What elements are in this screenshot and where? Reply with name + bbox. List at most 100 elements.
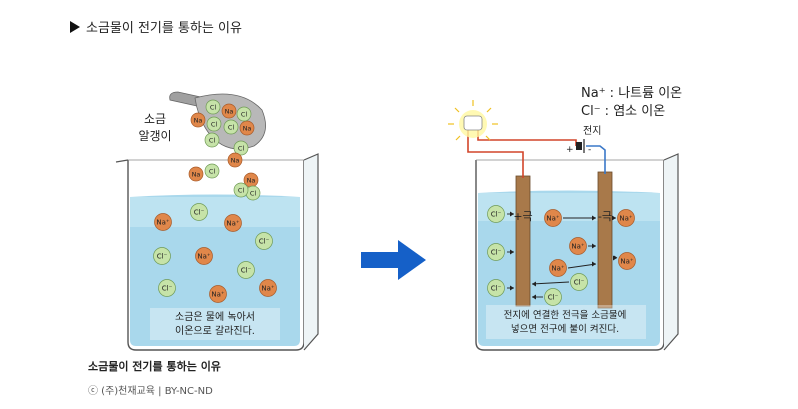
sodium-ion: Na [239,120,255,136]
salt-label-1: 소금 [144,112,166,126]
salt-label-2: 알갱이 [138,129,171,143]
ion-label: Cl⁻ [548,294,559,302]
chloride-ion: Cl [204,132,220,148]
ion-label: Cl⁻ [491,285,502,293]
left-water [130,194,300,346]
ion-label: Cl⁻ [259,238,270,246]
chloride-ion: Cl⁻ [544,288,562,306]
sodium-ion: Na⁺ [209,285,227,303]
right-note-line1: 전지에 연결한 전극을 소금물에 [504,310,627,321]
ion-label: Na [192,171,201,179]
ion-label: Cl⁻ [194,209,205,217]
left-note-bg [150,308,280,340]
ion-label: Na [194,117,203,125]
blue-wire [586,145,606,174]
arrowhead-icon [592,243,596,249]
right-glass-side [663,153,679,351]
left-glass-side [303,153,319,351]
chloride-ion: Cl⁻ [237,261,255,279]
ion-label: Na⁺ [620,258,634,266]
battery-plus: + [566,145,574,155]
sodium-ion: Na⁺ [154,213,172,231]
right-glass-outline [475,160,665,351]
light-bulb-icon [463,115,483,131]
ion-label: Na⁺ [226,220,240,228]
ion-label: Cl⁻ [574,279,585,287]
migration-arrow [531,281,570,285]
page-heading: 소금물이 전기를 통하는 이유 [70,17,242,36]
ion-label: Cl [228,124,235,132]
ion-label: Na⁺ [261,285,275,293]
battery-minus: - [588,145,591,155]
sodium-ion: Na [188,166,204,182]
ion-label: Na [225,108,234,116]
ion-label: Cl [238,145,245,153]
sodium-ion: Na⁺ [544,209,562,227]
cathode-label: -극 [598,210,612,223]
chloride-ion: Cl⁻ [153,247,171,265]
sodium-ion: Na [221,103,237,119]
circuit [448,100,606,178]
ion-label: Cl [211,121,218,129]
ion-label: Na⁺ [571,243,585,251]
anode-electrode [515,175,531,307]
ion-label: Na [247,177,256,185]
arrowhead-icon [510,285,514,291]
ion-label: Cl [250,190,257,198]
ion-label: Cl⁻ [157,253,168,261]
ion-label: Cl [241,111,248,119]
sodium-ion: Na⁺ [224,214,242,232]
migration-arrow [567,263,597,269]
ion-label: Na⁺ [551,265,565,273]
arrowhead-icon [613,255,617,261]
ion-label: Na [231,157,240,165]
arrowhead-icon [510,211,514,217]
chloride-ion: Cl⁻ [570,273,588,291]
arrowhead-icon [532,294,536,300]
sodium-ion: Na⁺ [617,209,635,227]
left-glass-outline [127,160,305,351]
sodium-ion: Na⁺ [549,259,567,277]
left-beaker: 소금은 물에 녹아서 이온으로 갈라진다. [115,153,319,351]
sodium-ion: Na⁺ [195,247,213,265]
arrowhead-icon [592,261,596,267]
sodium-ion: Na⁺ [259,279,277,297]
ion-label: Na⁺ [546,215,560,223]
chloride-ion: Cl⁻ [487,279,505,297]
red-wire-2 [477,128,577,146]
big-arrow-icon [361,240,426,280]
arrowhead-icon [612,215,616,221]
right-note-bg [486,305,646,339]
right-note-line2: 넣으면 전구에 불이 켜진다. [511,324,619,335]
ion-label: Na⁺ [156,219,170,227]
legend-sodium: Na⁺ : 나트륨 이온 [581,86,682,101]
left-note-line2: 이온으로 갈라진다. [175,324,255,337]
chloride-ion: Cl⁻ [487,243,505,261]
ion-label: Na⁺ [619,215,633,223]
sodium-ion: Na⁺ [569,237,587,255]
cathode-electrode [597,171,613,309]
red-wire [467,128,524,178]
migration-arrow [613,255,618,259]
heading-text: 소금물이 전기를 통하는 이유 [86,21,242,36]
ion-label: Cl [238,187,245,195]
ion-label: Cl⁻ [241,267,252,275]
copyright-credit: ⓒ (주)천재교육 | BY-NC-ND [88,386,213,397]
ion-label: Na⁺ [197,253,211,261]
chloride-ion: Cl⁻ [190,203,208,221]
arrowhead-icon [592,215,596,221]
ion-label: Cl [210,104,217,112]
figure-caption: 소금물이 전기를 통하는 이유 [88,360,221,373]
right-beaker: +극 -극 전지에 연결한 전극을 소금물에 넣으면 전구에 불이 켜진다. [475,153,679,351]
left-note-line1: 소금은 물에 녹아서 [175,311,255,323]
arrowhead-icon [510,249,514,255]
ion-label: Na [243,125,252,133]
battery-icon [576,142,582,150]
sodium-ion: Na⁺ [618,252,636,270]
chloride-ion: Cl⁻ [158,279,176,297]
legend-chloride: Cl⁻ : 염소 이온 [581,104,665,119]
chloride-ion: Cl [233,182,249,198]
chloride-ion: Cl [236,106,252,122]
battery-label: 전지 [583,125,601,137]
bulb-rays [448,100,498,141]
